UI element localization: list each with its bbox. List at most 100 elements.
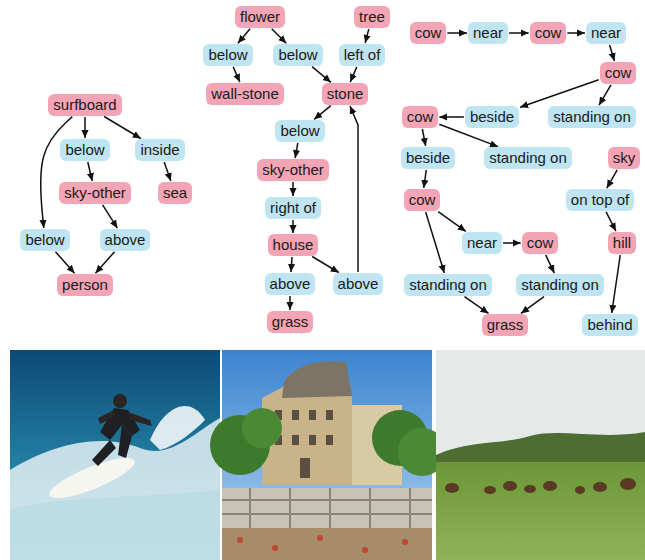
relation-node: right of <box>265 197 321 219</box>
sea-photo <box>10 350 220 560</box>
relation-arrow <box>103 205 118 228</box>
object-node: tree <box>354 6 390 28</box>
flowers <box>237 535 408 553</box>
grass-field <box>436 462 645 560</box>
node-label: above <box>270 275 311 293</box>
relation-node: above <box>100 229 151 251</box>
cow-figure <box>593 482 607 492</box>
relation-node: below <box>275 120 324 142</box>
relation-node: standing on <box>404 274 492 296</box>
node-label: tree <box>359 8 385 26</box>
relation-arrow <box>350 67 357 82</box>
object-node: sea <box>158 182 192 204</box>
relation-arrow <box>291 257 292 272</box>
object-node: grass <box>267 311 314 333</box>
relation-arrow <box>612 255 620 313</box>
relation-node: beside <box>465 106 519 128</box>
surfer-body <box>100 408 140 440</box>
window <box>326 435 333 445</box>
relation-arrow <box>424 170 427 188</box>
building-roof <box>282 361 352 398</box>
object-node: cow <box>600 62 637 84</box>
cow-figure <box>484 486 496 494</box>
relation-arrow <box>567 32 585 34</box>
relation-arrow <box>272 29 287 44</box>
surfer-legs <box>92 425 132 466</box>
relation-arrow <box>55 252 74 274</box>
relation-node: standing on <box>516 274 604 296</box>
relation-node: below <box>20 229 69 251</box>
cow-herd <box>445 478 636 494</box>
node-label: above <box>338 275 379 293</box>
wave-crest <box>150 406 205 450</box>
object-node: surfboard <box>48 94 121 116</box>
relation-node: below <box>273 44 322 66</box>
node-label: near <box>467 234 497 252</box>
window <box>326 410 333 420</box>
node-label: standing on <box>489 149 567 167</box>
node-label: wall-stone <box>211 85 279 103</box>
node-label: near <box>591 24 621 42</box>
node-label: sky-other <box>262 161 324 179</box>
node-label: hill <box>613 234 631 252</box>
stone-wall <box>222 488 432 528</box>
relation-arrow <box>503 242 521 244</box>
flower-dot <box>362 547 368 553</box>
cow-figure <box>575 486 585 494</box>
node-label: below <box>278 46 317 64</box>
node-label: person <box>62 276 108 294</box>
object-node: cow <box>410 22 447 44</box>
node-label: cow <box>605 64 632 82</box>
relation-arrow <box>233 67 240 82</box>
node-label: sky-other <box>64 184 126 202</box>
relation-arrow <box>238 29 250 43</box>
relation-arrow <box>422 129 425 146</box>
relation-node: behind <box>582 314 637 336</box>
door <box>300 458 310 478</box>
node-label: stone <box>327 85 364 103</box>
relation-node: below <box>60 139 109 161</box>
flower-dot <box>402 539 408 545</box>
object-node: cow <box>402 106 439 128</box>
node-label: inside <box>140 141 179 159</box>
relation-arrow <box>41 117 73 228</box>
object-node: grass <box>482 314 529 336</box>
object-node: cow <box>522 232 559 254</box>
wave-foam <box>10 490 220 560</box>
object-node: person <box>57 274 113 296</box>
object-node: hill <box>608 232 636 254</box>
surfer-head <box>113 394 127 408</box>
relation-arrow <box>295 143 298 158</box>
object-node: house <box>268 234 319 256</box>
node-label: sky <box>613 149 636 167</box>
node-label: cow <box>409 191 436 209</box>
node-label: cow <box>407 108 434 126</box>
node-label: behind <box>587 316 632 334</box>
node-label: flower <box>240 8 280 26</box>
node-label: on top of <box>571 191 629 209</box>
node-label: below <box>25 231 64 249</box>
node-label: below <box>65 141 104 159</box>
cow-figure <box>620 478 636 490</box>
node-label: surfboard <box>53 96 116 114</box>
node-label: left of <box>344 46 381 64</box>
relation-arrow <box>509 32 529 34</box>
relation-node: standing on <box>548 106 636 128</box>
relation-arrow <box>104 117 141 139</box>
node-label: beside <box>470 108 514 126</box>
node-label: cow <box>415 24 442 42</box>
node-label: below <box>208 46 247 64</box>
relation-node: above <box>265 273 316 295</box>
relation-arrow <box>610 45 615 61</box>
relation-arrow <box>607 170 617 188</box>
node-label: sea <box>163 184 187 202</box>
node-label: standing on <box>521 276 599 294</box>
relation-node: inside <box>135 139 184 161</box>
cow-figure <box>445 483 459 493</box>
node-label: right of <box>270 199 316 217</box>
object-node: cow <box>530 22 567 44</box>
relation-arrow <box>447 32 467 34</box>
cow-figure <box>543 481 557 491</box>
relation-node: beside <box>401 147 455 169</box>
